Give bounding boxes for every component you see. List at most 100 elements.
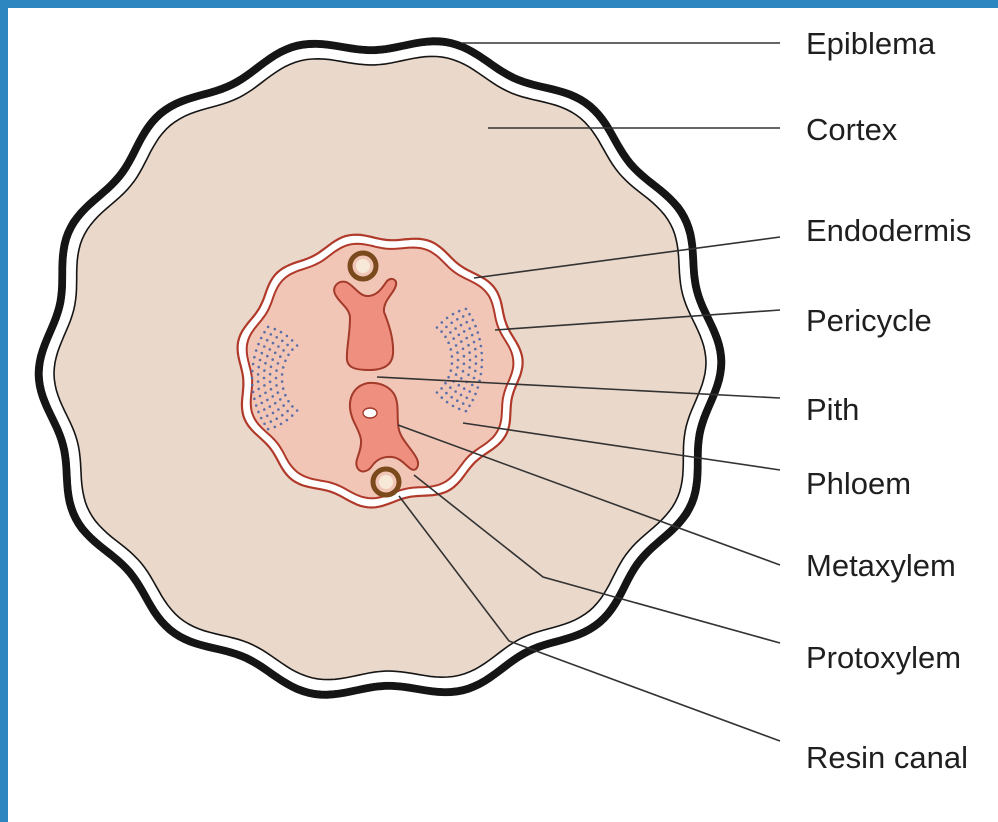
phloem-dot <box>440 387 443 390</box>
phloem-dot <box>281 340 284 343</box>
phloem-dot <box>277 362 280 365</box>
phloem-dot <box>274 402 277 405</box>
phloem-dot <box>267 428 270 431</box>
phloem-dot <box>282 366 285 369</box>
phloem-dot <box>282 387 285 390</box>
phloem-dot <box>472 319 475 322</box>
phloem-dot <box>271 358 274 361</box>
phloem-dot <box>462 315 465 318</box>
phloem-dot <box>454 327 457 330</box>
phloem-dot <box>463 330 466 333</box>
phloem-dot <box>269 348 272 351</box>
phloem-dot <box>279 355 282 358</box>
phloem-dot <box>291 414 294 417</box>
phloem-dot <box>259 359 262 362</box>
phloem-dot <box>263 408 266 411</box>
phloem-dot <box>257 388 260 391</box>
phloem-dot <box>274 328 277 331</box>
phloem-dot <box>257 373 260 376</box>
phloem-dot <box>468 405 471 408</box>
phloem-dot <box>456 351 459 354</box>
phloem-dot <box>468 366 471 369</box>
phloem-dot <box>465 308 468 311</box>
phloem-dot <box>456 318 459 321</box>
phloem-dot <box>480 352 483 355</box>
phloem-dot <box>275 377 278 380</box>
phloem-dot <box>286 419 289 422</box>
phloem-dot <box>284 360 287 363</box>
phloem-dot <box>478 338 481 341</box>
phloem-dot <box>475 355 478 358</box>
phloem-dot <box>462 370 465 373</box>
phloem-dot <box>460 394 463 397</box>
phloem-dot <box>257 380 260 383</box>
phloem-dot <box>460 377 463 380</box>
phloem-dot <box>281 414 284 417</box>
phloem-dot <box>264 392 267 395</box>
label-protoxylem: Protoxylem <box>806 640 961 675</box>
phloem-dot <box>452 337 455 340</box>
phloem-dot <box>449 386 452 389</box>
label-phloem: Phloem <box>806 466 911 501</box>
phloem-dot <box>460 324 463 327</box>
phloem-dot <box>263 345 266 348</box>
phloem-dot <box>436 326 439 329</box>
phloem-dot <box>481 359 484 362</box>
phloem-dot <box>441 396 444 399</box>
phloem-dot <box>252 363 255 366</box>
phloem-dot <box>463 387 466 390</box>
label-epiblema: Epiblema <box>806 26 936 61</box>
phloem-dot <box>280 423 283 426</box>
phloem-dot <box>287 354 290 357</box>
phloem-dot <box>456 399 459 402</box>
phloem-dot <box>279 398 282 401</box>
phloem-dot <box>296 409 299 412</box>
phloem-dot <box>263 331 266 334</box>
phloem-dot <box>456 366 459 369</box>
phloem-dot <box>274 352 277 355</box>
phloem-dot <box>275 384 278 387</box>
phloem-dot <box>259 395 262 398</box>
phloem-dot <box>291 348 294 351</box>
phloem-dot <box>468 390 471 393</box>
phloem-dot <box>469 359 472 362</box>
phloem-dot <box>286 410 289 413</box>
label-resin-canal: Resin canal <box>806 740 968 775</box>
phloem-dot <box>286 344 289 347</box>
phloem-dot <box>263 377 266 380</box>
phloem-dot <box>451 355 454 358</box>
phloem-dot <box>286 335 289 338</box>
label-pericycle: Pericycle <box>806 303 932 338</box>
phloem-dot <box>471 384 474 387</box>
phloem-dot <box>450 322 453 325</box>
phloem-dot <box>458 334 461 337</box>
phloem-dot <box>480 345 483 348</box>
phloem-dot <box>452 313 455 316</box>
phloem-dot <box>452 405 455 408</box>
phloem-dot <box>468 351 471 354</box>
phloem-dot <box>253 398 256 401</box>
phloem-dot <box>450 396 453 399</box>
phloem-dot <box>480 366 483 369</box>
phloem-dot <box>454 390 457 393</box>
phloem-dot <box>272 412 275 415</box>
phloem-dot <box>477 331 480 334</box>
phloem-dot <box>447 342 450 345</box>
phloem-dot <box>282 349 285 352</box>
phloem-dot <box>467 374 470 377</box>
phloem-dot <box>269 373 272 376</box>
phloem-dot <box>473 341 476 344</box>
phloem-dot <box>457 359 460 362</box>
phloem-dot <box>252 391 255 394</box>
phloem-dot <box>466 397 469 400</box>
phloem-dot <box>277 345 280 348</box>
phloem-dot <box>462 348 465 351</box>
metaxylem-cell <box>363 408 377 418</box>
phloem-dot <box>261 352 264 355</box>
phloem-dot <box>445 392 448 395</box>
phloem-dot <box>463 355 466 358</box>
phloem-dot <box>267 326 270 329</box>
phloem-dot <box>291 405 294 408</box>
phloem-dot <box>450 348 453 351</box>
